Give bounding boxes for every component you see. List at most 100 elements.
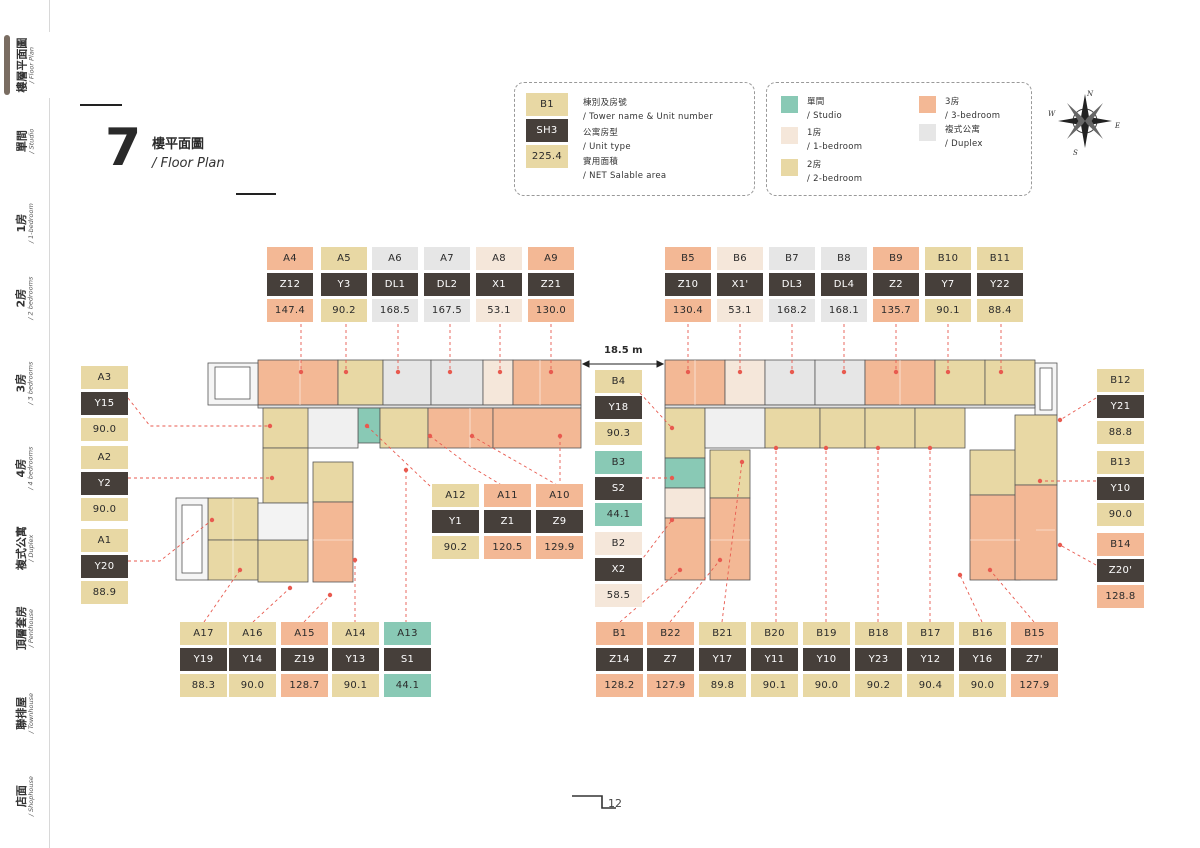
- legend-1-bedroom: 1房 / 1-bedroom: [807, 126, 862, 154]
- unit-id: B2: [595, 532, 642, 555]
- unit-id: B14: [1097, 533, 1144, 556]
- unit-type: Z21: [528, 273, 574, 296]
- legend-1-bedroom-zh: 1房: [807, 128, 822, 138]
- unit-id: B22: [647, 622, 694, 645]
- unit-area: 90.0: [803, 674, 850, 697]
- unit-id: A11: [484, 484, 531, 507]
- unit-id: A2: [81, 446, 128, 469]
- unit-area: 168.1: [821, 299, 867, 322]
- unit-type: Y10: [1097, 477, 1144, 500]
- unit-area: 90.0: [959, 674, 1006, 697]
- unit-id: A16: [229, 622, 276, 645]
- unit-area: 90.0: [81, 498, 128, 521]
- title-rule-bottom: [236, 193, 276, 195]
- unit-area: 44.1: [384, 674, 431, 697]
- page-number: 12: [608, 797, 622, 810]
- unit-id: A8: [476, 247, 522, 270]
- compass-n-label: N: [1086, 90, 1094, 98]
- unit-type: Z19: [281, 648, 328, 671]
- page-title: 樓平面圖: [152, 137, 205, 152]
- unit-type: Y23: [855, 648, 902, 671]
- unit-area: 88.9: [81, 581, 128, 604]
- unit-area: 120.5: [484, 536, 531, 559]
- unit-id: B11: [977, 247, 1023, 270]
- unit-type: Y15: [81, 392, 128, 415]
- key-type-label: 公寓房型/ Unit type: [583, 126, 631, 154]
- unit-id: B9: [873, 247, 919, 270]
- unit-type: Y18: [595, 396, 642, 419]
- unit-id: B13: [1097, 451, 1144, 474]
- unit-area: 130.0: [528, 299, 574, 322]
- unit-area: 90.1: [332, 674, 379, 697]
- unit-area: 147.4: [267, 299, 313, 322]
- unit-id: B8: [821, 247, 867, 270]
- unit-type: DL2: [424, 273, 470, 296]
- key-name-en: / Tower name & Unit number: [583, 112, 714, 122]
- unit-type: Z7': [1011, 648, 1058, 671]
- key-area-label: 實用面積/ NET Salable area: [583, 155, 666, 183]
- unit-area: 53.1: [476, 299, 522, 322]
- unit-type: Y14: [229, 648, 276, 671]
- unit-area: 127.9: [647, 674, 694, 697]
- unit-type: Y20: [81, 555, 128, 578]
- legend-3-bedroom-zh: 3房: [945, 97, 960, 107]
- unit-type: DL1: [372, 273, 418, 296]
- unit-area: 44.1: [595, 503, 642, 526]
- legend-2-bedroom: 2房/ 2-bedroom: [807, 158, 862, 186]
- legend-studio-en: / Studio: [807, 111, 843, 121]
- page-tab-outline: [572, 795, 616, 809]
- unit-id: B3: [595, 451, 642, 474]
- unit-id: A9: [528, 247, 574, 270]
- compass-e-label: E: [1114, 122, 1120, 130]
- unit-type: Y21: [1097, 395, 1144, 418]
- legend-1-bedroom-en: / 1-bedroom: [807, 142, 863, 152]
- legend-swatch-2-bedroom: [781, 159, 798, 176]
- unit-area: 90.1: [925, 299, 971, 322]
- compass-w-label: W: [1048, 110, 1056, 118]
- unit-id: B1: [596, 622, 643, 645]
- unit-area: 90.1: [751, 674, 798, 697]
- unit-id: B18: [855, 622, 902, 645]
- unit-area: 129.9: [536, 536, 583, 559]
- floor-number: 7: [105, 118, 142, 178]
- unit-type: Y19: [180, 648, 227, 671]
- unit-id: A15: [281, 622, 328, 645]
- unit-id: A1: [81, 529, 128, 552]
- unit-id: A7: [424, 247, 470, 270]
- tab-floor-plan[interactable]: 樓層平面圖/ Floor Plan: [0, 32, 50, 98]
- unit-type: X2: [595, 558, 642, 581]
- unit-type: Y3: [321, 273, 367, 296]
- unit-id: A6: [372, 247, 418, 270]
- unit-area: 130.4: [665, 299, 711, 322]
- legend-duplex: 複式公寓/ Duplex: [945, 123, 983, 151]
- dimension-label: 18.5 m: [604, 345, 643, 356]
- unit-area: 88.4: [977, 299, 1023, 322]
- unit-id: B5: [665, 247, 711, 270]
- unit-type: Z2: [873, 273, 919, 296]
- unit-area: 58.5: [595, 584, 642, 607]
- unit-id: A3: [81, 366, 128, 389]
- unit-type: Z12: [267, 273, 313, 296]
- unit-id: B15: [1011, 622, 1058, 645]
- legend-studio-zh: 單間: [807, 97, 825, 107]
